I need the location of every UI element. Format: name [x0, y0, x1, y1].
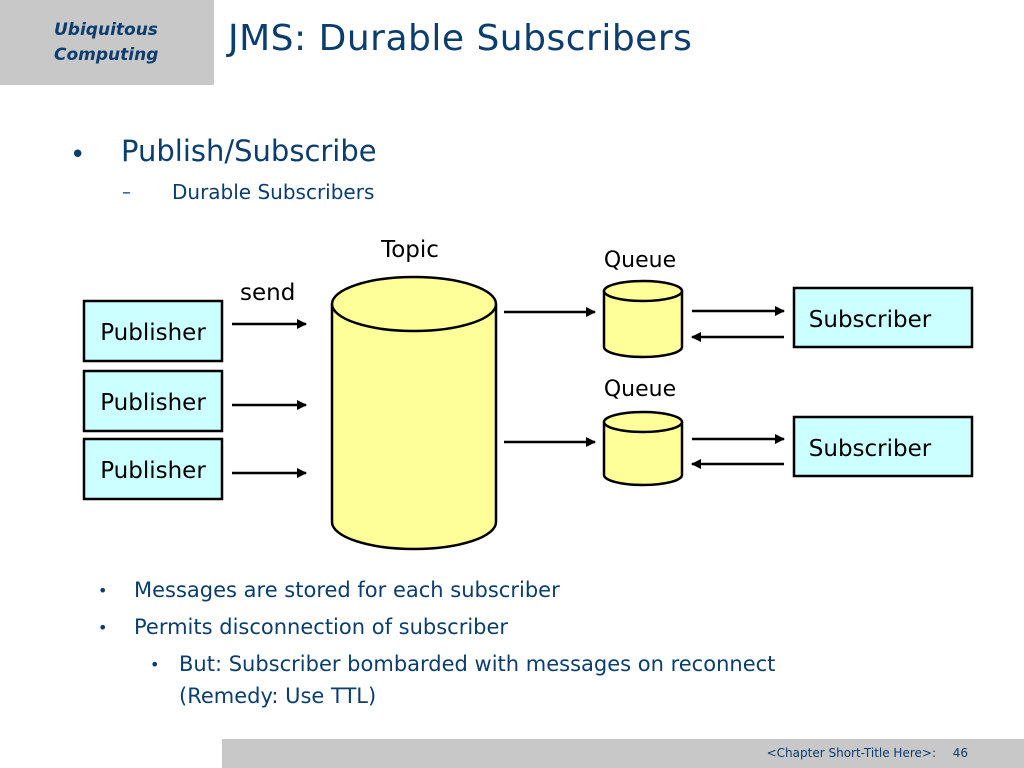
queue-cylinder-2 [602, 410, 684, 487]
note-bombarded: But: Subscriber bombarded with messages … [179, 652, 776, 676]
topic-cylinder [330, 275, 498, 551]
bullet-publish-subscribe: Publish/Subscribe [121, 134, 377, 168]
note-stored-each-subscriber: Messages are stored for each subscriber [134, 578, 560, 602]
publisher-label-1: Publisher [100, 320, 206, 346]
note-remedy-ttl: (Remedy: Use TTL) [179, 684, 377, 708]
footer-chapter-title: <Chapter Short-Title Here>: [766, 746, 936, 760]
dash-marker: – [122, 182, 131, 203]
subscriber-box-1: Subscriber [792, 286, 974, 349]
bullet-dot: • [70, 140, 86, 170]
queue-label-1: Queue [604, 248, 676, 273]
brand-box: Ubiquitous Computing [0, 0, 214, 85]
note-dot-1: • [98, 581, 108, 600]
slide-title: JMS: Durable Subscribers [228, 18, 693, 59]
topic-label: Topic [380, 237, 439, 263]
bullet-durable-subscribers: Durable Subscribers [172, 180, 375, 204]
note-permits-disconnection: Permits disconnection of subscriber [134, 615, 509, 639]
subscriber-label-1: Subscriber [809, 307, 932, 333]
subscriber-label-2: Subscriber [809, 436, 932, 462]
publisher-label-3: Publisher [100, 458, 206, 484]
publisher-box-1: Publisher [82, 299, 224, 363]
queue-cylinder-1 [602, 279, 684, 359]
send-label: send [240, 280, 295, 306]
note-dot-3: • [150, 655, 160, 674]
note-dot-2: • [98, 618, 108, 637]
queue-label-2: Queue [604, 377, 676, 402]
publisher-box-3: Publisher [82, 437, 224, 501]
publisher-label-2: Publisher [100, 390, 206, 416]
subscriber-box-2: Subscriber [792, 415, 974, 478]
brand-line-1: Ubiquitous [54, 20, 158, 40]
publisher-box-2: Publisher [82, 369, 224, 433]
brand-line-2: Computing [54, 45, 159, 65]
footer-bar: <Chapter Short-Title Here>: 46 [222, 739, 1024, 768]
footer-page-number: 46 [952, 746, 968, 760]
